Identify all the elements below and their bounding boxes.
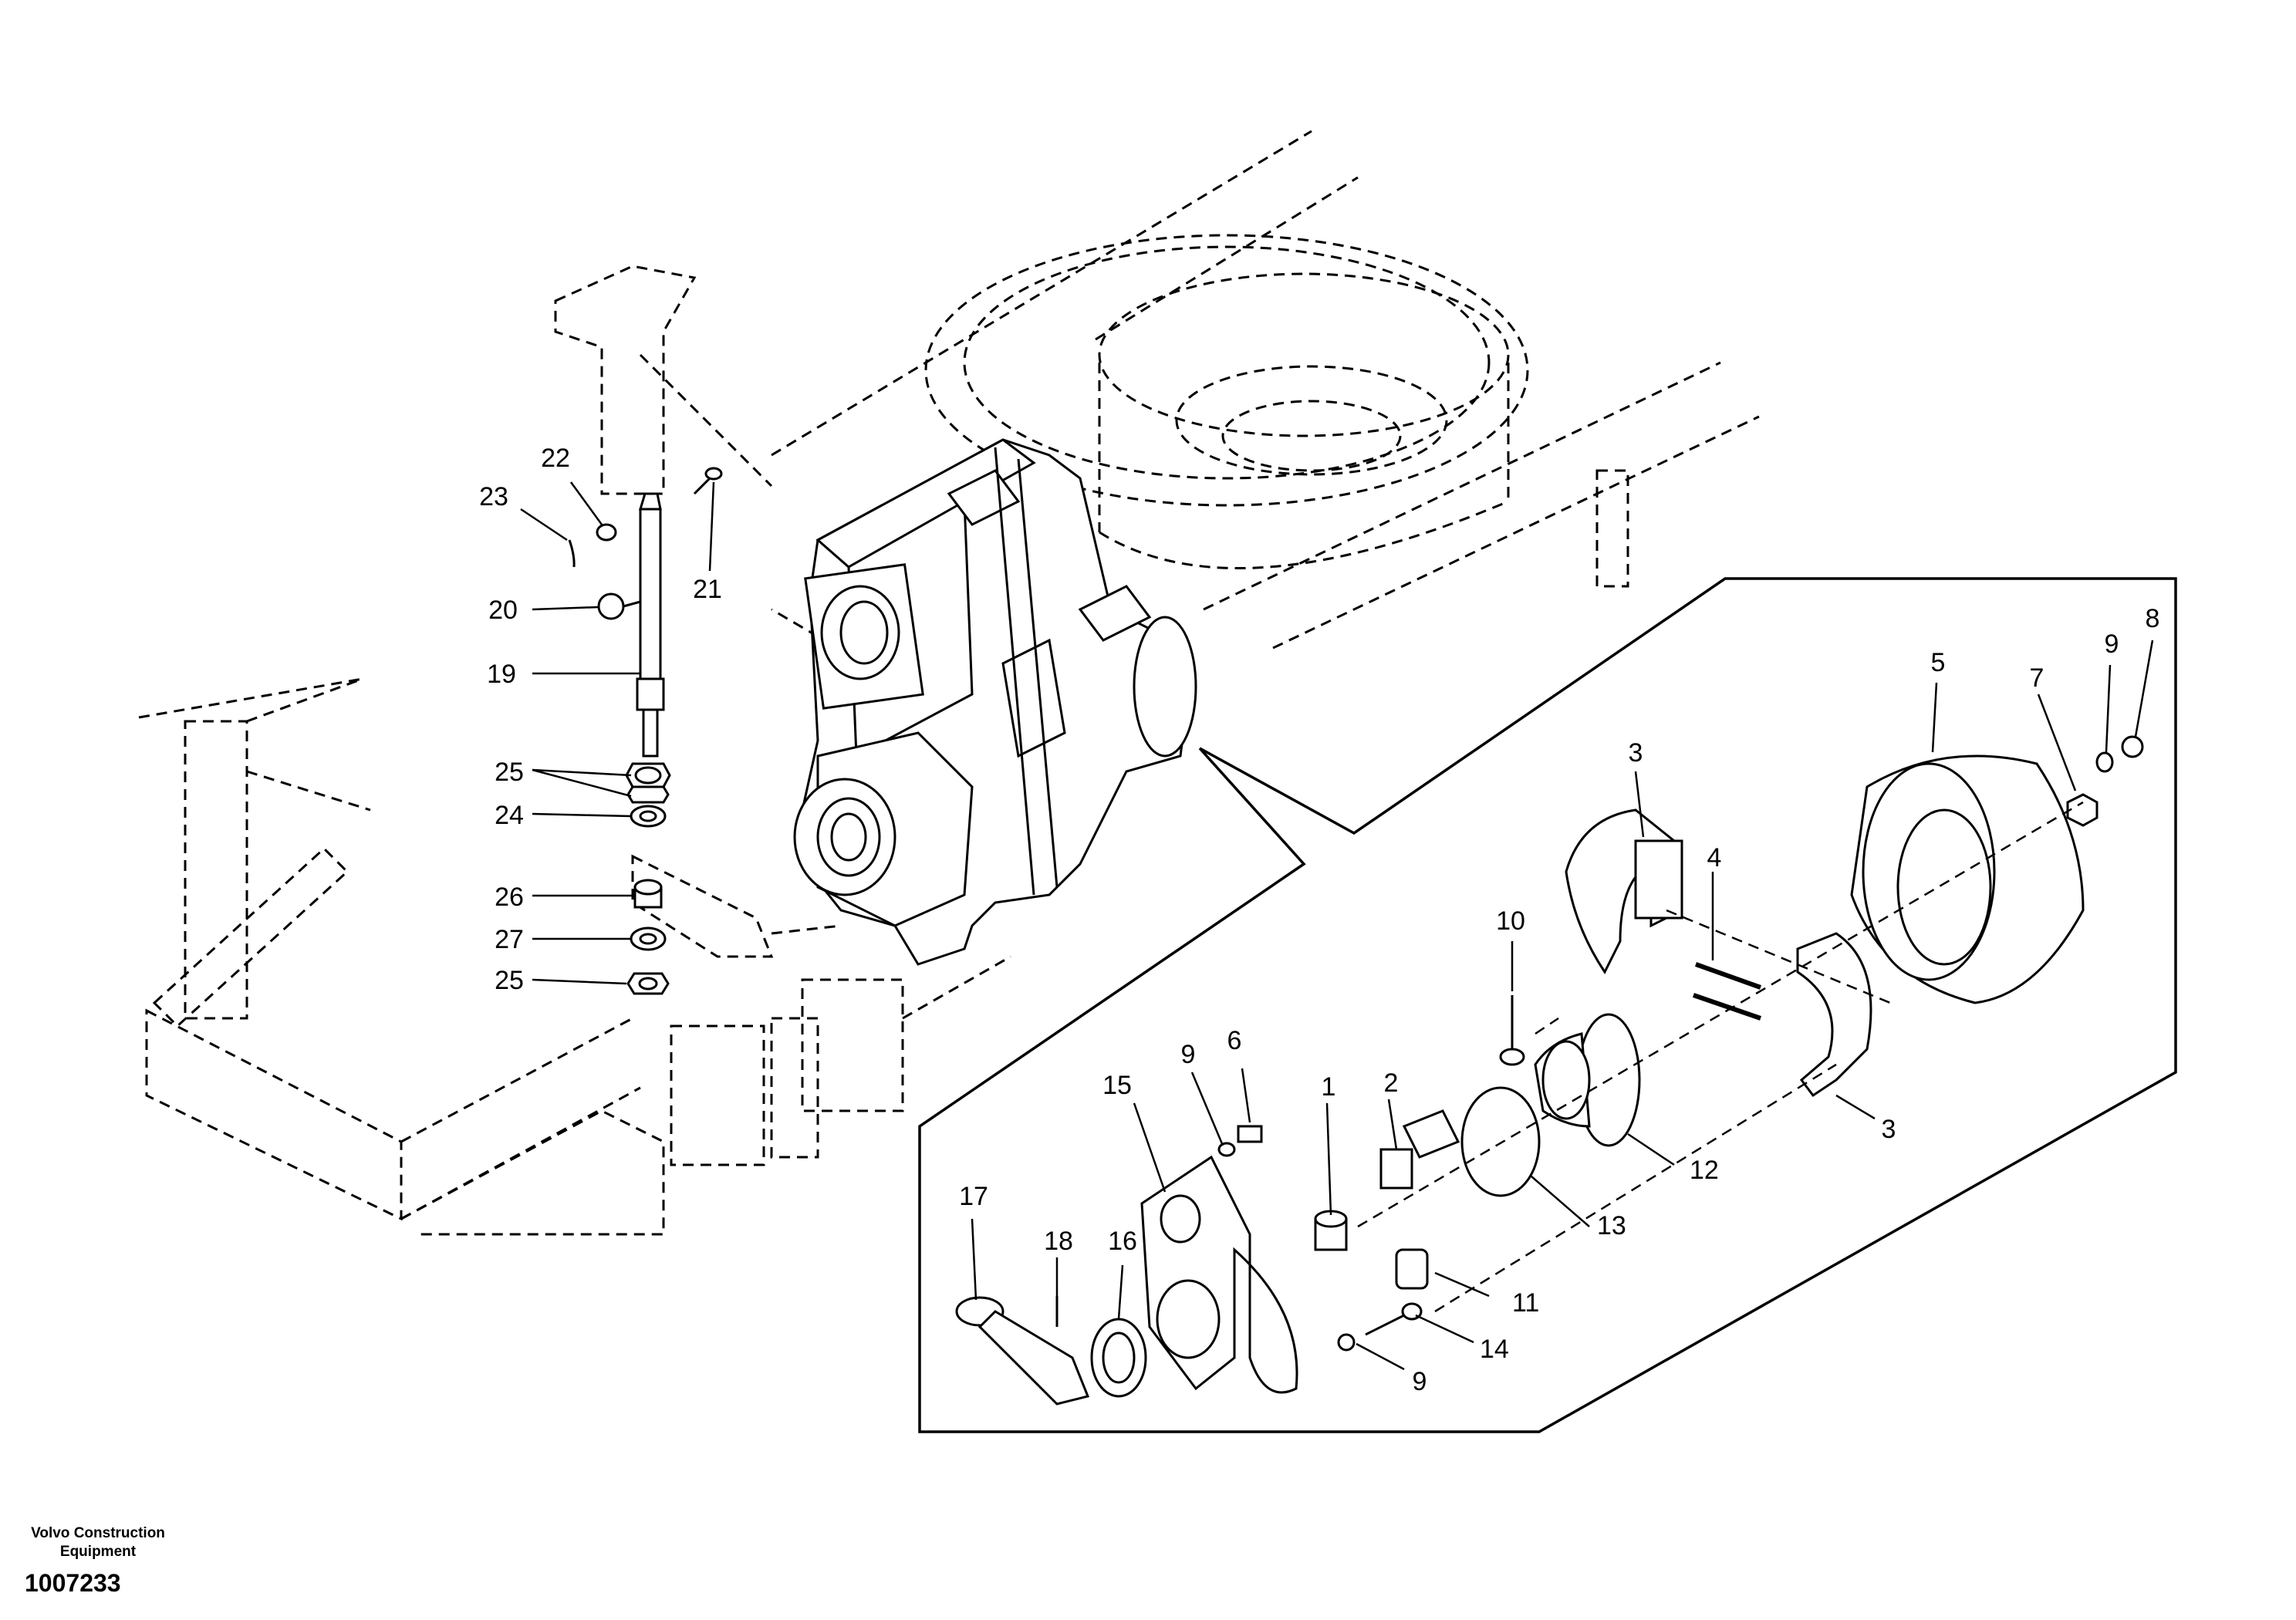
shaft-assembly xyxy=(568,467,723,995)
callout-20: 20 xyxy=(488,596,518,625)
callout-12: 12 xyxy=(1690,1156,1719,1185)
callout-22: 22 xyxy=(541,444,570,473)
brake-detail-frame xyxy=(918,577,2177,1433)
company-name-line1: Volvo Construction xyxy=(31,1525,165,1541)
callout-5: 5 xyxy=(1931,648,1946,677)
callout-24: 24 xyxy=(495,801,524,830)
callout-19: 19 xyxy=(487,660,516,689)
callout-9-detail: 9 xyxy=(1181,1040,1196,1069)
callout-2: 2 xyxy=(1384,1068,1399,1098)
callout-labels: 1 2 3 3 4 5 6 7 8 9 9 9 10 11 12 13 14 1… xyxy=(479,444,2159,1396)
callout-11: 11 xyxy=(1512,1288,1539,1318)
callout-18: 18 xyxy=(1044,1227,1073,1256)
callout-3-lower: 3 xyxy=(1882,1115,1896,1144)
swing-gearbox xyxy=(793,438,1197,966)
callout-4: 4 xyxy=(1707,843,1722,872)
brake-components xyxy=(955,735,2144,1406)
callout-26: 26 xyxy=(495,883,524,912)
alignment-lines xyxy=(1357,801,2084,1313)
callout-7: 7 xyxy=(2030,663,2044,693)
callout-9-upper-right: 9 xyxy=(2105,629,2119,659)
callout-16: 16 xyxy=(1108,1227,1137,1256)
callout-10: 10 xyxy=(1496,906,1525,936)
callout-13: 13 xyxy=(1597,1211,1626,1240)
machine-frame-background xyxy=(138,130,1760,1236)
callout-27: 27 xyxy=(495,925,524,954)
callout-8: 8 xyxy=(2146,604,2160,633)
document-number: 1007233 xyxy=(25,1569,121,1597)
callout-21: 21 xyxy=(693,575,722,604)
callout-3-upper: 3 xyxy=(1629,738,1643,768)
callout-23: 23 xyxy=(479,482,508,511)
callout-14: 14 xyxy=(1480,1335,1509,1364)
callout-17: 17 xyxy=(959,1182,988,1211)
callout-6: 6 xyxy=(1227,1026,1242,1055)
callout-9-lower: 9 xyxy=(1413,1367,1427,1396)
callout-25-upper: 25 xyxy=(495,758,524,787)
callout-15: 15 xyxy=(1102,1071,1132,1100)
callout-1: 1 xyxy=(1322,1072,1336,1102)
callout-25-lower: 25 xyxy=(495,966,524,995)
company-name: Volvo Construction Equipment xyxy=(17,1524,179,1561)
company-name-line2: Equipment xyxy=(59,1544,137,1560)
callout-leaders xyxy=(520,481,2154,1371)
